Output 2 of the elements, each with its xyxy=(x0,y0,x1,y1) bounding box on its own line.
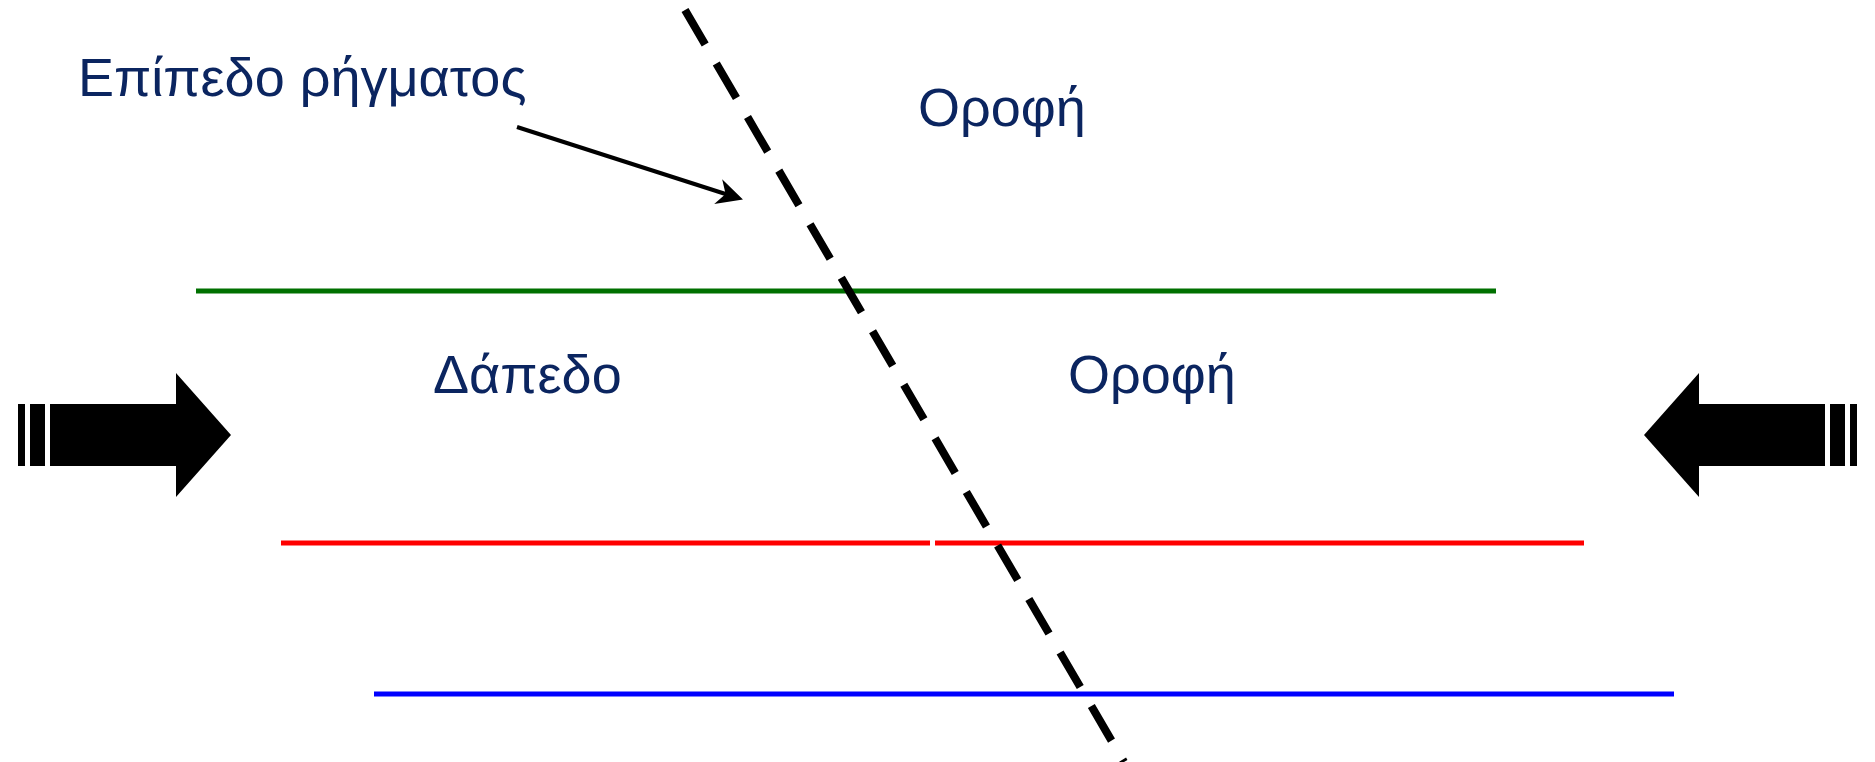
block-label: Δάπεδο xyxy=(433,347,622,401)
leader-line xyxy=(516,125,743,204)
